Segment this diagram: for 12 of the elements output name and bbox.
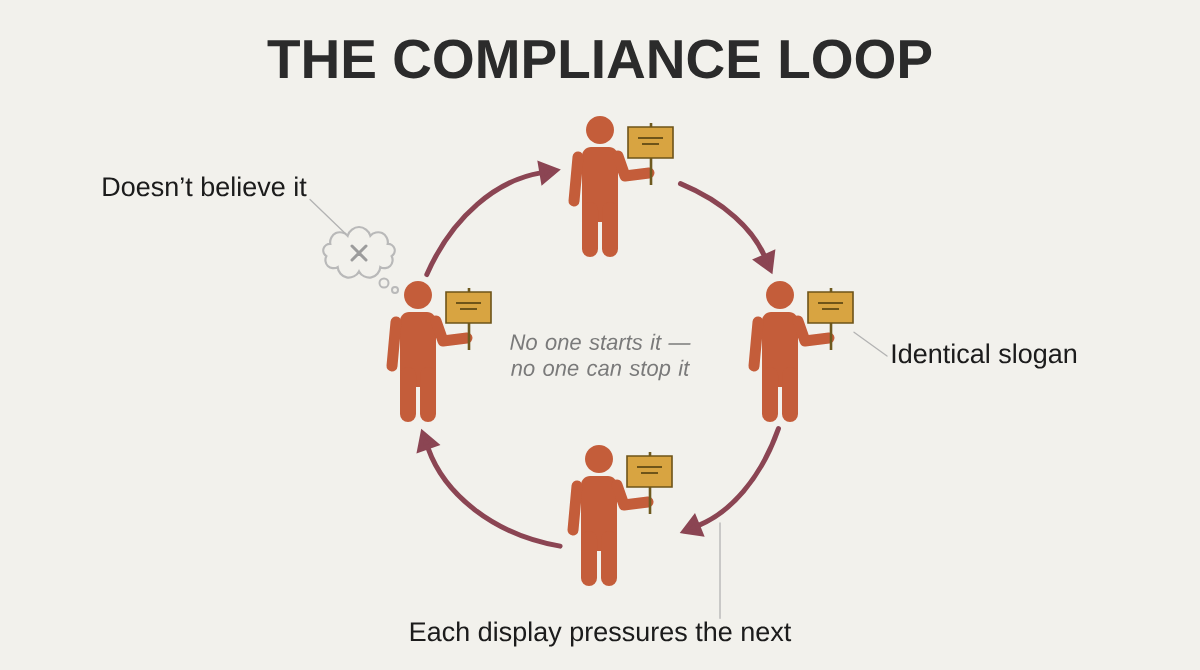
leader-line bbox=[309, 198, 347, 235]
annotation-text: Each display pressures the next bbox=[410, 621, 792, 647]
note: No one starts it — no one can stop it bbox=[510, 333, 691, 381]
leader-line bbox=[853, 331, 888, 357]
person-with-sign bbox=[567, 445, 673, 586]
person-with-sign bbox=[748, 281, 854, 422]
person-with-sign bbox=[386, 281, 492, 422]
annotation-text: Identical slogan bbox=[892, 343, 1077, 369]
person-with-sign bbox=[568, 116, 674, 257]
title: THE COMPLIANCE LOOP bbox=[267, 39, 932, 79]
leader-line bbox=[719, 522, 721, 619]
annotation-text: Doesn’t believe it bbox=[103, 176, 307, 197]
